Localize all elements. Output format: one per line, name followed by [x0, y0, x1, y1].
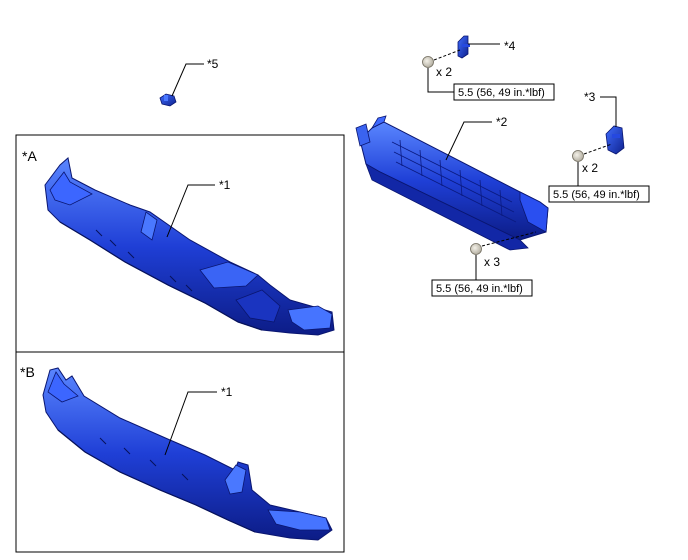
absorber-b: [42, 367, 333, 541]
callout-5: *5: [207, 57, 219, 71]
panel-a-tag: *A: [22, 148, 37, 164]
dash-lower: [481, 231, 537, 247]
torque-right: 5.5 (56, 49 in.*lbf): [553, 189, 640, 201]
panel-b-frame: [15, 351, 345, 553]
torque-box-upper: [453, 83, 555, 101]
clip-part-5: [159, 93, 177, 107]
leader-torque-upper: [427, 68, 454, 93]
qty-lower: x 3: [484, 255, 500, 269]
panel-b-part-ref: *1: [221, 385, 233, 399]
leader-a-1: [166, 184, 215, 238]
leader-3: [600, 96, 617, 127]
leader-5: [171, 63, 204, 97]
dash-upper: [433, 49, 461, 61]
callout-2: *2: [496, 115, 508, 129]
nut-upper: [422, 56, 434, 68]
panel-b-tag: *B: [20, 364, 35, 380]
nut-lower: [470, 243, 482, 255]
leader-b-1: [164, 391, 217, 456]
callout-4: *4: [504, 39, 516, 53]
torque-box-right: [548, 185, 650, 203]
panel-a-part-ref: *1: [219, 178, 231, 192]
bracket-part-4: [457, 35, 470, 59]
reinforcement-part-2: [355, 115, 549, 251]
torque-upper: 5.5 (56, 49 in.*lbf): [458, 87, 545, 99]
leader-2: [445, 121, 492, 161]
qty-upper: x 2: [436, 65, 452, 79]
torque-lower: 5.5 (56, 49 in.*lbf): [436, 283, 523, 295]
qty-right: x 2: [582, 161, 598, 175]
torque-box-lower: [431, 279, 533, 297]
absorber-a: [44, 157, 335, 336]
nut-right: [572, 150, 584, 162]
callout-3: *3: [584, 90, 596, 104]
bracket-part-3: [605, 125, 625, 155]
